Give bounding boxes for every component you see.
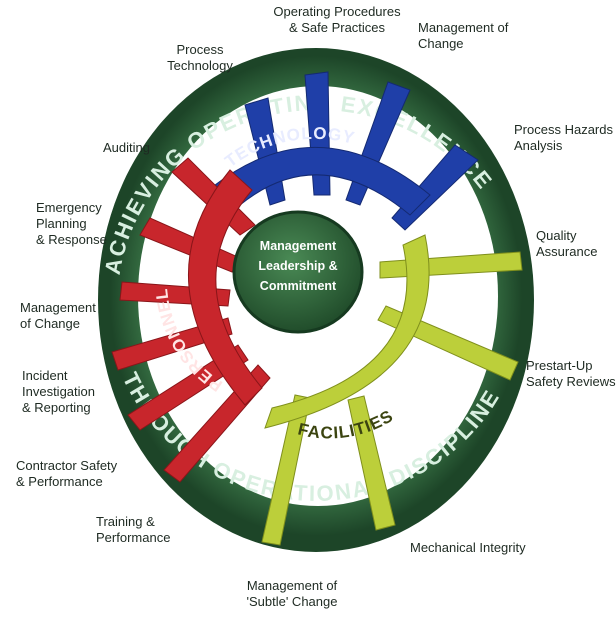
label-mechanical-integrity: Mechanical Integrity bbox=[410, 540, 526, 555]
label-prestart-up: Prestart-Up Safety Reviews bbox=[526, 358, 616, 389]
hub bbox=[232, 210, 364, 334]
spoke-mechanical-integrity bbox=[347, 395, 396, 531]
technology-arc bbox=[214, 147, 431, 216]
label-training-performance: Training & Performance bbox=[96, 514, 171, 545]
label-auditing: Auditing bbox=[103, 140, 150, 155]
label-management-of-change-top: Management of Change bbox=[418, 20, 509, 51]
facilities-arc bbox=[264, 234, 430, 429]
label-incident-investigation: Incident Investigation & Reporting bbox=[22, 368, 95, 415]
personnel-arc bbox=[187, 169, 263, 406]
label-process-technology: Process Technology bbox=[167, 42, 233, 73]
hub-line-2: Leadership & bbox=[258, 259, 337, 273]
label-emergency-planning: Emergency Planning & Response bbox=[36, 200, 107, 247]
label-operating-procedures: Operating Procedures & Safe Practices bbox=[273, 4, 401, 35]
label-quality-assurance: Quality Assurance bbox=[536, 228, 598, 259]
label-management-subtle-change: Management of 'Subtle' Change bbox=[246, 578, 338, 609]
label-management-of-change-left: Management of Change bbox=[20, 300, 96, 331]
spoke-subtle-change bbox=[261, 394, 311, 546]
label-contractor-safety: Contractor Safety & Performance bbox=[16, 458, 118, 489]
label-process-hazards-analysis: Process Hazards Analysis bbox=[514, 122, 613, 153]
hub-line-3: Commitment bbox=[260, 279, 337, 293]
hub-line-1: Management bbox=[260, 239, 337, 253]
